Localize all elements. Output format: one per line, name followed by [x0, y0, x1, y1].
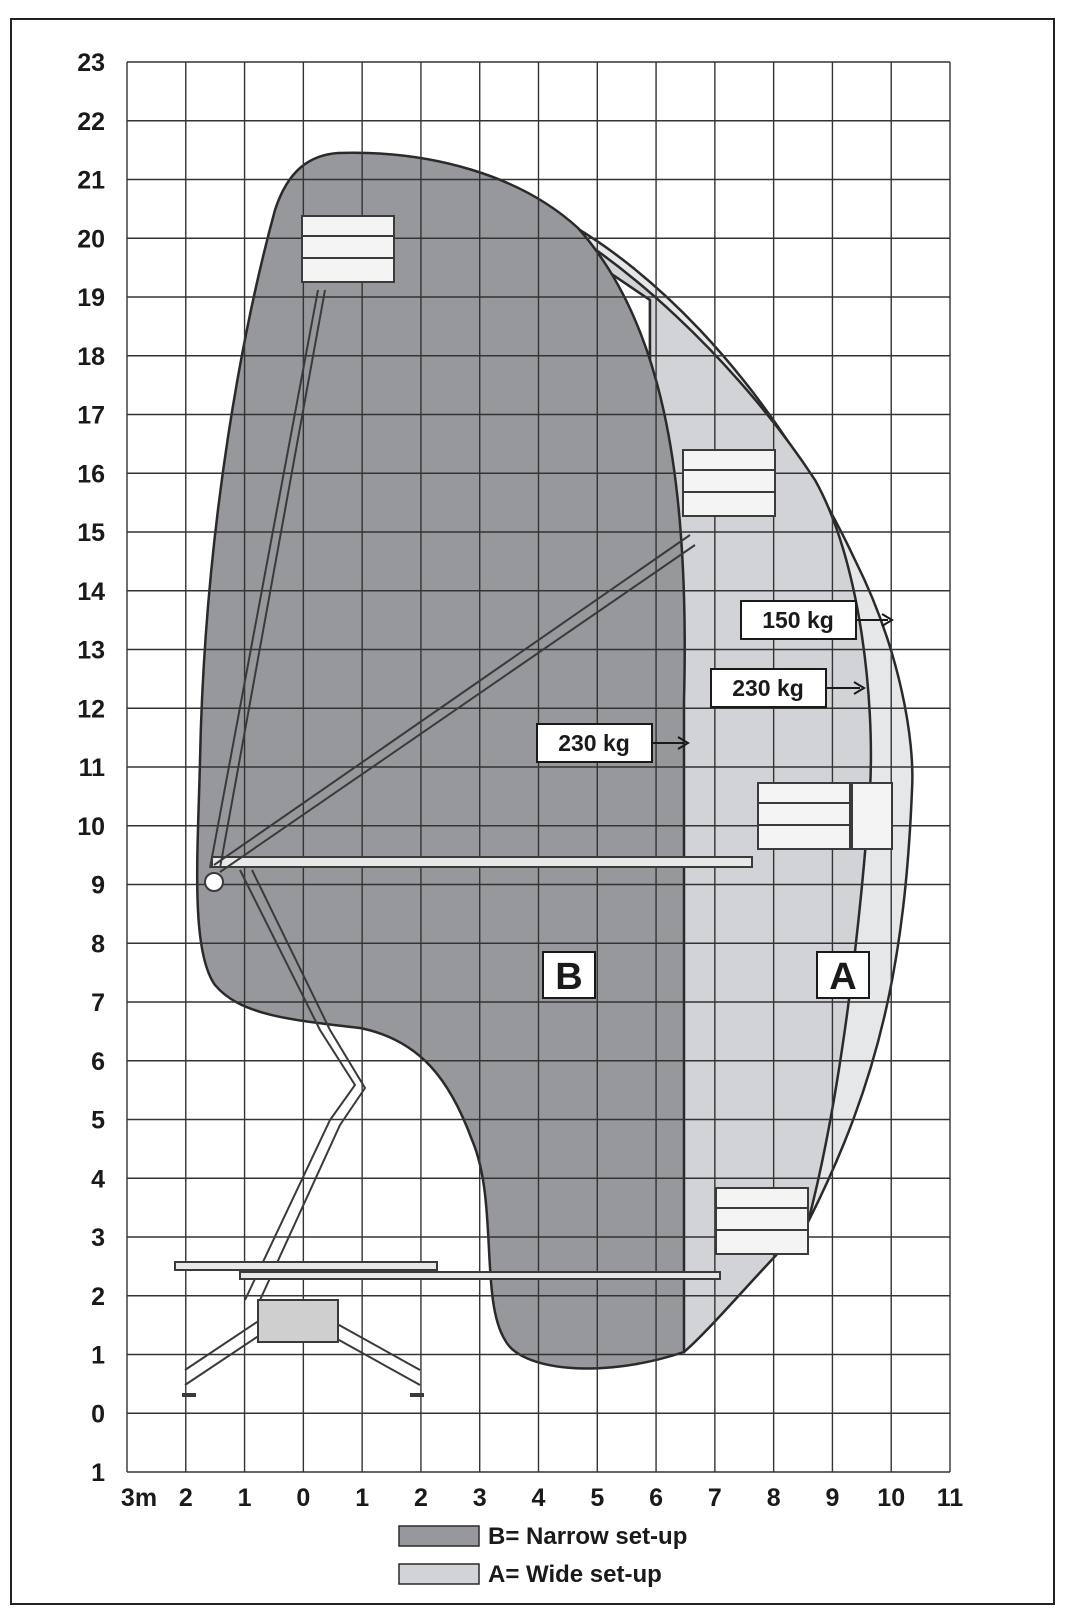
- load-label-230kg-narrow: 230 kg: [536, 723, 690, 763]
- y-tick-label: 10: [77, 813, 105, 841]
- x-tick-label: 1: [355, 1484, 369, 1512]
- y-tick-label: 17: [77, 402, 105, 430]
- svg-text:230 kg: 230 kg: [558, 730, 630, 756]
- y-tick-label: 15: [77, 519, 105, 547]
- y-tick-label: 5: [91, 1107, 105, 1135]
- aerial-platform-drawing: [174, 289, 753, 1397]
- y-tick-label: 1: [91, 1342, 105, 1370]
- x-tick-label: 9: [825, 1484, 839, 1512]
- y-tick-label: 8: [91, 930, 105, 958]
- y-tick-label: 6: [91, 1048, 105, 1076]
- y-tick-label: 7: [91, 989, 105, 1017]
- y-tick-label: 16: [77, 460, 105, 488]
- svg-text:150 kg: 150 kg: [762, 607, 834, 633]
- zone-narrow-b: [195, 151, 686, 1370]
- x-tick-label: 6: [649, 1484, 663, 1512]
- zone-label-a: A: [816, 951, 870, 999]
- y-tick-label: 20: [77, 225, 105, 253]
- basket-low: [715, 1187, 809, 1255]
- svg-text:B: B: [555, 956, 582, 998]
- basket-diagonal: [682, 449, 776, 517]
- svg-text:B= Narrow set-up: B= Narrow set-up: [488, 1523, 687, 1550]
- y-tick-label: 22: [77, 108, 105, 136]
- legend: B= Narrow set-up A= Wide set-up: [398, 1523, 687, 1588]
- zone-label-b: B: [542, 951, 596, 999]
- diagram-frame: [10, 18, 1055, 1605]
- legend-swatch-narrow: [398, 1525, 480, 1547]
- x-tick-label: 3: [473, 1484, 487, 1512]
- y-tick-label: 23: [77, 49, 105, 77]
- grid: [126, 61, 951, 1473]
- x-tick-label: 5: [590, 1484, 604, 1512]
- y-tick-label: 18: [77, 343, 105, 371]
- y-tick-label: 13: [77, 637, 105, 665]
- x-tick-label: 0: [296, 1484, 310, 1512]
- load-label-150kg: 150 kg: [740, 600, 894, 640]
- y-tick-label: 12: [77, 695, 105, 723]
- y-tick-label: 21: [77, 167, 105, 195]
- legend-swatch-wide: [398, 1563, 480, 1585]
- x-tick-label: 3m: [121, 1484, 157, 1512]
- x-tick-label: 2: [179, 1484, 193, 1512]
- x-tick-label: 11: [937, 1484, 964, 1512]
- y-tick-label: 14: [77, 578, 105, 606]
- legend-item-narrow: B= Narrow set-up: [398, 1523, 687, 1550]
- basket-top: [301, 215, 395, 283]
- x-tick-label: 10: [877, 1484, 905, 1512]
- load-label-230kg-wide: 230 kg: [710, 668, 866, 708]
- y-tick-label: 11: [79, 754, 106, 782]
- basket-horizontal-outer: [851, 782, 893, 850]
- x-tick-label: 7: [708, 1484, 722, 1512]
- x-tick-label: 1: [238, 1484, 252, 1512]
- x-tick-label: 8: [767, 1484, 781, 1512]
- y-tick-label: 0: [91, 1400, 105, 1428]
- y-tick-label: 3: [91, 1224, 105, 1252]
- y-tick-label: 4: [91, 1165, 105, 1193]
- svg-text:230 kg: 230 kg: [732, 675, 804, 701]
- y-tick-label: 19: [77, 284, 105, 312]
- svg-text:A: A: [829, 956, 856, 998]
- y-tick-label: 9: [91, 872, 105, 900]
- y-tick-label: 2: [91, 1283, 105, 1311]
- basket-horizontal-a: [757, 782, 851, 850]
- y-tick-label: 1: [91, 1459, 105, 1487]
- x-tick-label: 2: [414, 1484, 428, 1512]
- svg-text:A= Wide set-up: A= Wide set-up: [488, 1561, 662, 1588]
- x-tick-label: 4: [532, 1484, 546, 1512]
- legend-item-wide: A= Wide set-up: [398, 1561, 662, 1588]
